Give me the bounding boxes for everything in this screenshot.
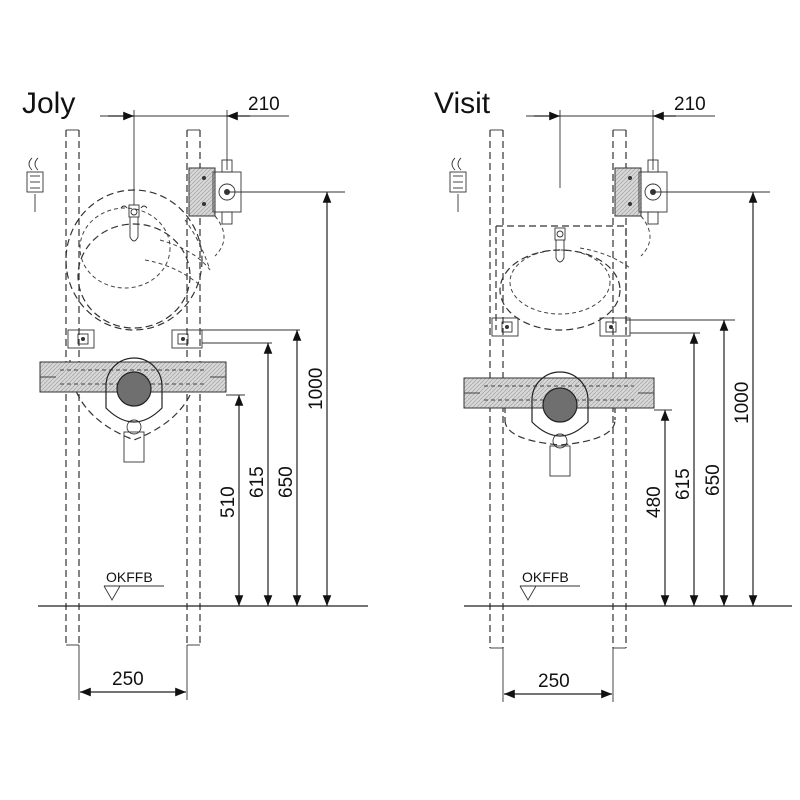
panel-joly: Joly — [22, 87, 368, 700]
dim-height-4: 1000 — [306, 192, 332, 606]
dim-height-1: 480 — [644, 410, 670, 606]
valve-housing — [188, 159, 242, 257]
floor-line: OKFFB — [464, 569, 792, 607]
dim-210-label: 210 — [248, 94, 280, 115]
right-bracket — [599, 317, 631, 337]
wall-symbol-icon — [449, 157, 467, 212]
height-label: 650 — [276, 466, 297, 498]
wall-symbol-icon — [26, 157, 44, 212]
floor-line: OKFFB — [38, 569, 368, 607]
siphon — [554, 227, 566, 263]
siphon — [120, 204, 148, 242]
height-label: 650 — [703, 464, 724, 496]
dim-250-label: 250 — [112, 669, 144, 690]
height-extension-lines — [626, 191, 770, 411]
right-bracket — [171, 329, 203, 349]
dim-height-2: 615 — [673, 333, 699, 606]
height-label: 510 — [218, 486, 239, 518]
dim-height-3: 650 — [276, 330, 302, 606]
dim-250-label: 250 — [538, 671, 570, 692]
dim-210: 210 — [526, 94, 715, 188]
left-bracket — [491, 317, 519, 337]
dim-height-3: 650 — [703, 320, 729, 606]
height-label: 615 — [673, 468, 694, 500]
floor-label: OKFFB — [106, 569, 153, 585]
dim-210: 210 — [100, 94, 289, 205]
dim-height-2: 615 — [247, 343, 273, 606]
dim-210-label: 210 — [674, 94, 706, 115]
drain-outlet — [531, 371, 589, 477]
dim-height-4: 1000 — [732, 192, 758, 606]
left-bracket — [67, 329, 95, 349]
panel-title: Joly — [22, 87, 75, 120]
dim-250: 250 — [78, 645, 188, 700]
washbasin-outline — [495, 225, 631, 446]
height-label: 1000 — [306, 368, 327, 410]
panel-visit: Visit — [434, 87, 792, 702]
height-label: 1000 — [732, 382, 753, 424]
dim-250: 250 — [502, 648, 614, 702]
dim-height-1: 510 — [218, 395, 244, 606]
height-label: 480 — [644, 486, 665, 518]
height-label: 615 — [247, 466, 268, 498]
valve-housing — [614, 159, 668, 257]
panel-title: Visit — [434, 87, 491, 120]
drain-outlet — [105, 357, 163, 463]
floor-label: OKFFB — [522, 569, 569, 585]
